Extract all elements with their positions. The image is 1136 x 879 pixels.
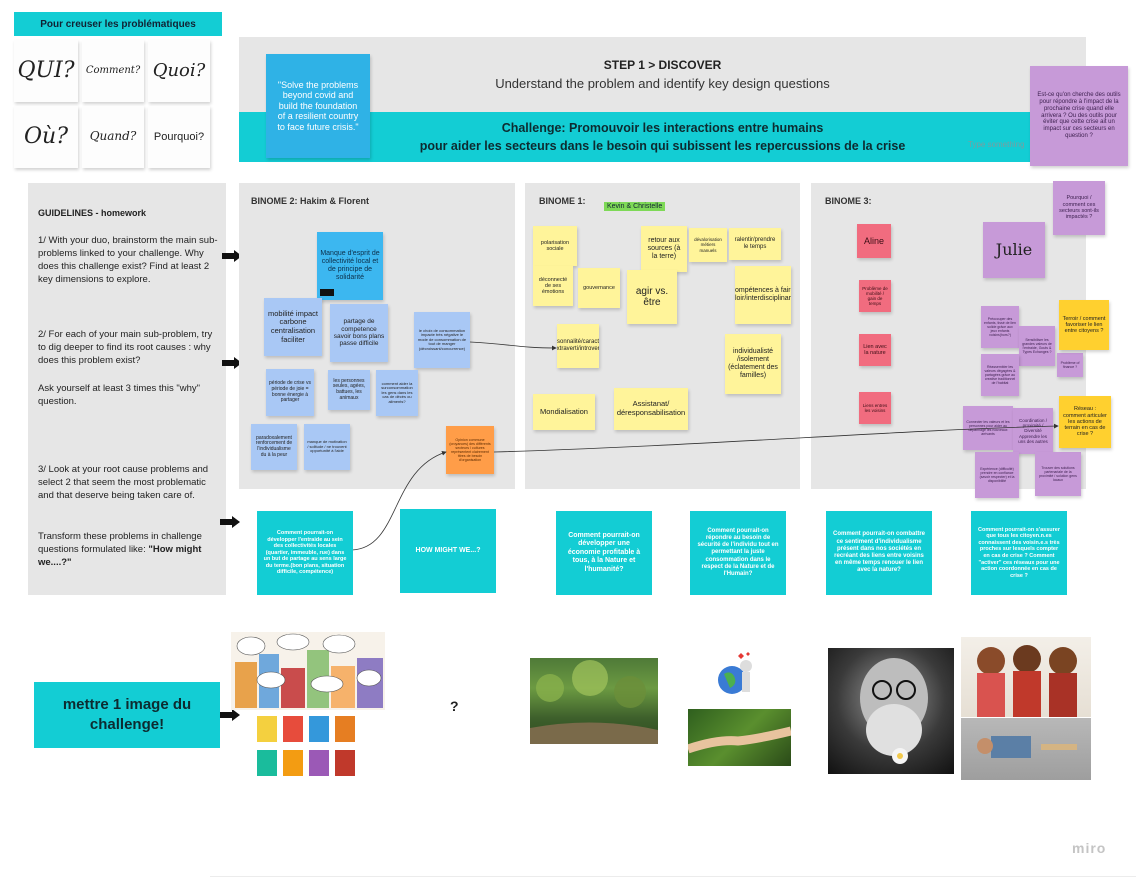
step-title: STEP 1 > DISCOVER [603,58,722,72]
hmw-card-5[interactable]: Comment pourrait-on combattre ce sentime… [826,511,932,595]
b3-note-experience[interactable]: Expérience (difficulté) prendre en confi… [975,452,1019,498]
bottom-divider [210,876,1136,877]
b1-note-ralentir[interactable]: ralentir/prendre le temps [729,228,781,260]
b3-note-habitat[interactable]: Réassembler les valeurs dégagées & parta… [981,354,1019,396]
b3-note-reseau[interactable]: Réseau : comment articuler les actions d… [1059,396,1111,448]
b3-note-coordination[interactable]: Coordination / proximité / Diversité App… [1013,408,1053,454]
b3-note-valeurs[interactable]: Sensibiliser les grandes valeurs de l'en… [1019,326,1055,366]
guidelines-title: GUIDELINES - homework [38,208,147,218]
creuser-banner: Pour creuser les problématiques [14,12,222,36]
image-prompt-box[interactable]: mettre 1 image du challenge! [34,682,220,748]
binome1-title: BINOME 1: [539,196,586,206]
arrow-right-icon [220,709,240,721]
b3-note-mobilite[interactable]: Problème de mobilité / gain de temps [859,280,891,312]
guidelines-step-3: 3/ Look at your root cause problems and … [38,464,209,502]
card-pourquoi[interactable]: Pourquoi? [148,106,210,168]
arrow-right-icon [222,250,242,262]
b2-note-motivation[interactable]: manque de motivation / solitude / ne tro… [304,424,350,470]
globe-hug-image [712,650,762,708]
card-ou[interactable]: Où? [14,106,78,168]
challenge-line-1: Challenge: Promouvoir les interactions e… [501,121,824,135]
question-mark: ? [450,698,459,714]
b1-note-individualiste[interactable]: individualisté /isolement (éclatement de… [725,334,781,394]
binome1-tag: Kevin & Christelle [604,202,666,211]
b3-note-julie[interactable]: Julie [983,222,1045,278]
illustration-people-icons-image [253,712,365,780]
handshake-photo [688,709,791,766]
b1-note-gouvernance[interactable]: gouvernance [578,268,620,308]
b2-note-partage[interactable]: partage de competence savoir bons plans … [330,304,388,362]
hmw-card-2[interactable]: HOW MIGHT WE...? [400,509,496,593]
step-subtitle: Understand the problem and identify key … [495,76,830,91]
guidelines-transform: Transform these problems in challenge qu… [38,531,202,569]
hmw-card-3[interactable]: Comment pourrait-on développer une écono… [556,511,652,595]
b3-note-enfants[interactable]: Préoccuper des enfants, tissé de lien so… [981,306,1019,348]
guidelines-step-1: 1/ With your duo, brainstorm the main su… [38,235,218,286]
card-quoi[interactable]: Quoi? [148,40,210,102]
card-qui[interactable]: QUI? [14,40,78,102]
b3-note-pourquoi-secteurs[interactable]: Pourquoi / comment ces secteurs sont-ils… [1053,181,1105,235]
b3-note-partenariale[interactable]: Trouver des solutions partenariale de la… [1035,452,1081,496]
b2-note-periode[interactable]: période de crise vs période de joie = bo… [266,369,314,416]
challenge-banner [239,112,1086,162]
b1-note-deconnecte[interactable]: déconnecté de ses émotions [533,266,573,306]
b3-note-aline[interactable]: Aline [857,224,891,258]
b2-note-personnes[interactable]: les personnes seules, agées, battues, le… [328,370,370,410]
hmw-card-6[interactable]: Comment pourrait-on s'assurer que tous l… [971,511,1067,595]
b1-note-retour-sources[interactable]: retour aux sources (à la terre) [641,226,687,272]
b1-note-devalorisation[interactable]: dévalorisation métiers manuels [689,228,727,262]
illustration-neighbours-image [231,632,385,710]
b2-note-surconsommation[interactable]: comment aider la surconsommation les gen… [376,370,418,416]
b1-note-agir-etre[interactable]: agir vs. être [627,270,677,324]
hmw-card-1[interactable]: Comment pourrait-on développer l'entraid… [257,511,353,595]
right-question-note[interactable]: Est-ce qu'on cherche des outils pour rép… [1030,66,1128,166]
b2-note-collectivite[interactable]: Manque d'esprit de collectivité local et… [317,232,383,300]
b2-note-mobilite[interactable]: mobilité impact carbone centralisation f… [264,298,322,356]
challenge-line-2: pour aider les secteurs dans le besoin q… [419,139,906,153]
b3-note-terroir[interactable]: Terroir / comment favoriser le lien entr… [1059,300,1109,350]
guidelines-step-2: 2/ For each of your main sub-problem, tr… [38,329,213,367]
b2-note-opinion[interactable]: Opinion commune (croyances) des différen… [446,426,494,474]
b2-note-individualisme[interactable]: paradoxalement renforcement de l'individ… [251,424,297,470]
binome3-title: BINOME 3: [825,196,872,206]
b1-note-mondialisation[interactable]: Mondialisation [533,394,595,430]
card-quand[interactable]: Quand? [82,106,144,168]
b1-note-polarisation[interactable]: polarisation sociale [533,226,577,266]
b3-note-voisins[interactable]: Liens entres les voisins [859,392,891,424]
street-play-photo [961,718,1091,780]
arrow-right-icon [220,516,240,528]
guidelines-panel [28,183,226,595]
b2-black-marker [320,289,334,296]
b1-note-personnalite[interactable]: personnalité/caractère (extraverti/intro… [557,324,599,368]
garden-photo [530,658,658,744]
guidelines-why: Ask yourself at least 3 times this "why"… [38,383,200,408]
elderly-man-photo [828,648,954,774]
quote-note[interactable]: "Solve the problems beyond covid and bui… [266,54,370,158]
creuser-banner-text: Pour creuser les problématiques [40,18,196,30]
miro-brand-logo: miro [1072,840,1107,856]
friends-photo [961,637,1091,717]
hmw-card-4[interactable]: Comment pourrait-on répondre au besoin d… [690,511,786,595]
card-comment[interactable]: Comment? [82,40,144,102]
arrow-right-icon [222,357,242,369]
binome2-title: BINOME 2: Hakim & Florent [251,196,370,206]
b3-note-finance[interactable]: Problème of finance ? [1057,353,1083,377]
b1-note-competences[interactable]: compétences à faire valoir/interdiscipli… [735,266,791,324]
type-something-input[interactable]: Type something [968,140,1025,149]
b3-note-nature[interactable]: Lien avec la nature [859,334,891,366]
b2-note-consommation[interactable]: le choix de consommation impacte très né… [414,312,470,368]
b1-note-assistanat[interactable]: Assistanat/ déresponsabilisation [614,388,688,430]
